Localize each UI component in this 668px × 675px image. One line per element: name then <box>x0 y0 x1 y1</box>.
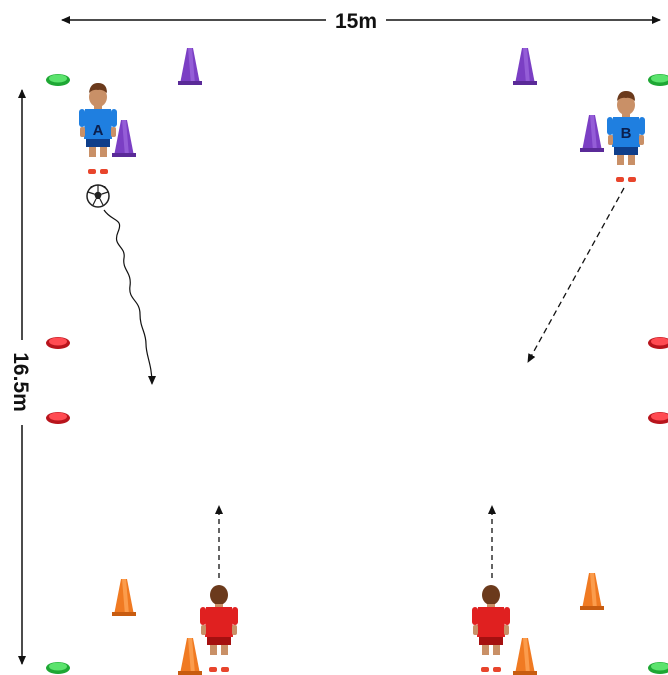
purple-cone <box>178 48 202 85</box>
green-marker <box>46 662 70 674</box>
red-marker <box>46 337 70 349</box>
red-marker <box>648 337 668 349</box>
pass-arrow <box>527 187 625 363</box>
red-marker <box>46 412 70 424</box>
green-marker <box>648 74 668 86</box>
blue-player-a: A <box>79 83 117 174</box>
soccer-ball-icon <box>86 184 110 208</box>
orange-cone <box>178 638 202 675</box>
blue-player-b: B <box>607 91 645 182</box>
player-a-letter: A <box>93 122 104 139</box>
width-label: 15m <box>335 10 377 33</box>
player-b-letter: B <box>621 125 632 142</box>
orange-cone <box>112 579 136 616</box>
red-player-right <box>472 585 510 672</box>
purple-cone <box>513 48 537 85</box>
orange-cone <box>580 573 604 610</box>
red-player-left <box>200 585 238 672</box>
purple-cone <box>580 115 604 152</box>
orange-cone <box>513 638 537 675</box>
red-marker <box>648 412 668 424</box>
green-marker <box>648 662 668 674</box>
dribble-path <box>103 209 156 385</box>
green-marker <box>46 74 70 86</box>
height-dimension: 16.5m <box>9 89 32 665</box>
height-label: 16.5m <box>9 352 32 412</box>
width-dimension: 15m <box>61 10 661 33</box>
